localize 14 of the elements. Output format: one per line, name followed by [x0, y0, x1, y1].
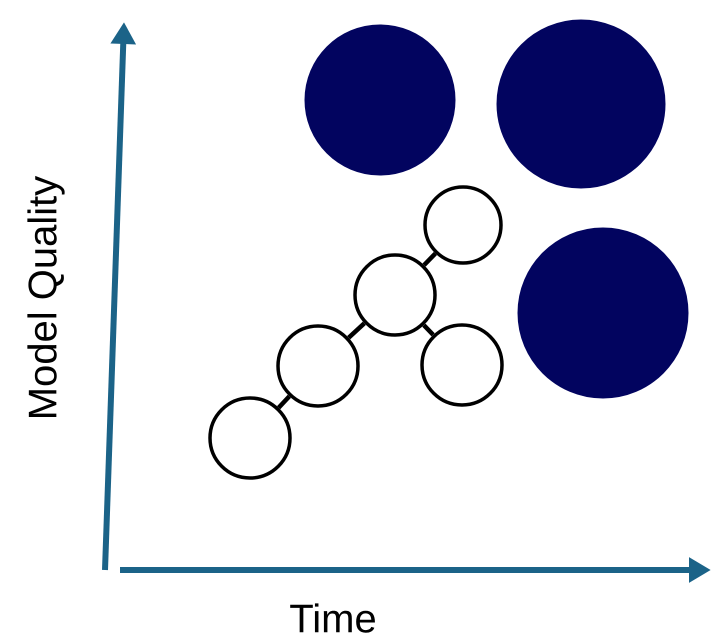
empty-circle: [208, 396, 292, 480]
empty-circle: [420, 323, 504, 407]
empty-circle: [423, 185, 503, 265]
empty-circle: [353, 253, 437, 337]
filled-circle: [518, 228, 688, 398]
axis-label: Model Quality: [27, 176, 65, 417]
axis-label: Time: [290, 603, 375, 633]
connector-line: [277, 394, 291, 410]
filled-circle: [304, 24, 456, 176]
connector-line: [422, 252, 437, 267]
connector-line: [347, 322, 366, 340]
empty-circle: [276, 324, 360, 408]
connector-line: [422, 324, 435, 336]
filled-circle: [496, 20, 666, 188]
